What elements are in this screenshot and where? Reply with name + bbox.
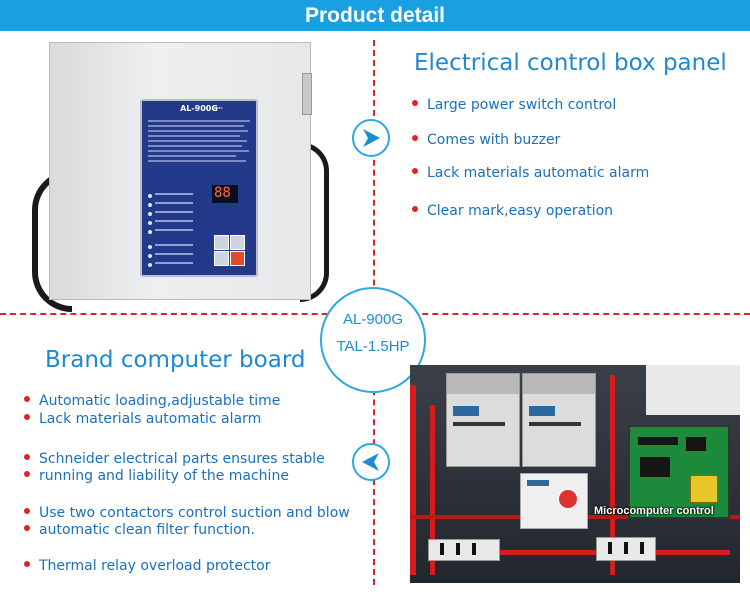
bottom-bullet-1: Automatic loading,adjustable time [24,393,280,409]
control-box: AL-900G SERIES 88 [49,42,312,300]
model-line-1: AL-900G [342,311,404,328]
top-bullet-2: Comes with buzzer [412,132,560,148]
top-bullet-1: Large power switch control [412,97,616,113]
control-box-image: AL-900G SERIES 88 [30,42,330,312]
electrical-board-photo: Microcomputer control [410,365,740,583]
indicator-leds [148,183,206,267]
microcomputer-label: Microcomputer control [594,505,714,517]
model-badge: AL-900G TAL-1.5HP [320,287,426,393]
play-left-icon [352,443,390,481]
panel-keys [214,235,248,267]
panel-series-label: SERIES [212,106,223,110]
display-digits: 88 [214,185,231,201]
banner [0,0,750,31]
control-panel: AL-900G SERIES 88 [140,99,258,277]
terminal-strip-1 [428,539,500,561]
play-right-icon [352,119,390,157]
panel-instructions [148,117,252,177]
top-bullet-4: Clear mark,easy operation [412,203,613,219]
panel-model-label: AL-900G [180,104,218,113]
digit-display: 88 [212,185,238,203]
bottom-bullet-5: Use two contactors control suction and b… [24,505,350,521]
top-section-heading: Electrical control box panel [414,50,727,76]
top-bullet-3: Lack materials automatic alarm [412,165,649,181]
bottom-bullet-2: Lack materials automatic alarm [24,411,261,427]
microcomputer-board [628,425,730,519]
model-line-2: TAL-1.5HP [336,338,410,355]
bottom-bullet-7: Thermal relay overload protector [24,558,270,574]
contactor-2 [522,373,596,467]
bottom-section-heading: Brand computer board [45,347,306,373]
contactor-1 [446,373,520,467]
thermal-relay [520,473,588,529]
banner-title: Product detail [304,4,446,27]
bottom-bullet-6: automatic clean filter function. [24,522,255,538]
bottom-bullet-3: Schneider electrical parts ensures stabl… [24,451,325,467]
bottom-bullet-4: running and liability of the machine [24,468,289,484]
